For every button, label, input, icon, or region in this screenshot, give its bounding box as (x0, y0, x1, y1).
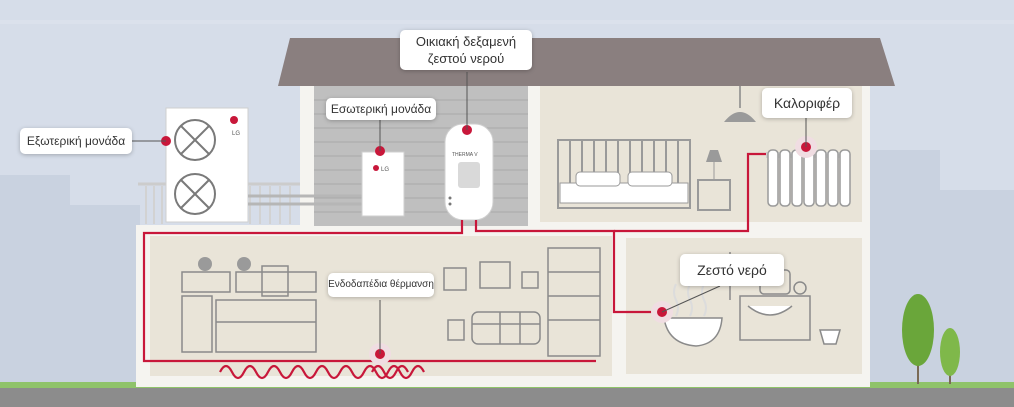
outdoor-unit-brand: LG (232, 131, 240, 137)
label-hot-water-tank: Οικιακή δεξαμενή ζεστού νερού (400, 30, 532, 70)
label-hot-water-tank-line2: ζεστού νερού (427, 51, 505, 66)
hot-water-tank: THERMA V (444, 123, 494, 221)
label-hot-water-tank-line1: Οικιακή δεξαμενή (415, 34, 517, 49)
label-outdoor-unit: Εξωτερική μονάδα (20, 128, 132, 154)
radiator-icon (766, 149, 851, 207)
indoor-unit-brand: LG (381, 167, 389, 173)
label-indoor-unit: Εσωτερική μονάδα (326, 98, 436, 120)
label-leader-lines (130, 72, 807, 354)
refrigerant-pipes (248, 194, 362, 206)
indoor-unit: LG (361, 151, 405, 217)
tree-icon (902, 294, 960, 384)
fan-icon (174, 119, 216, 215)
label-radiator: Καλοριφέρ (762, 88, 852, 118)
tank-brand: THERMA V (452, 152, 478, 158)
heating-pipes (142, 152, 766, 380)
ground (0, 388, 1014, 407)
lg-logo-icon (230, 116, 238, 124)
label-underfloor-heating: Ενδοδαπέδια θέρμανση (328, 273, 434, 297)
label-hot-water: Ζεστό νερό (680, 254, 784, 286)
outdoor-unit: LG (165, 107, 249, 223)
roof (278, 38, 895, 86)
